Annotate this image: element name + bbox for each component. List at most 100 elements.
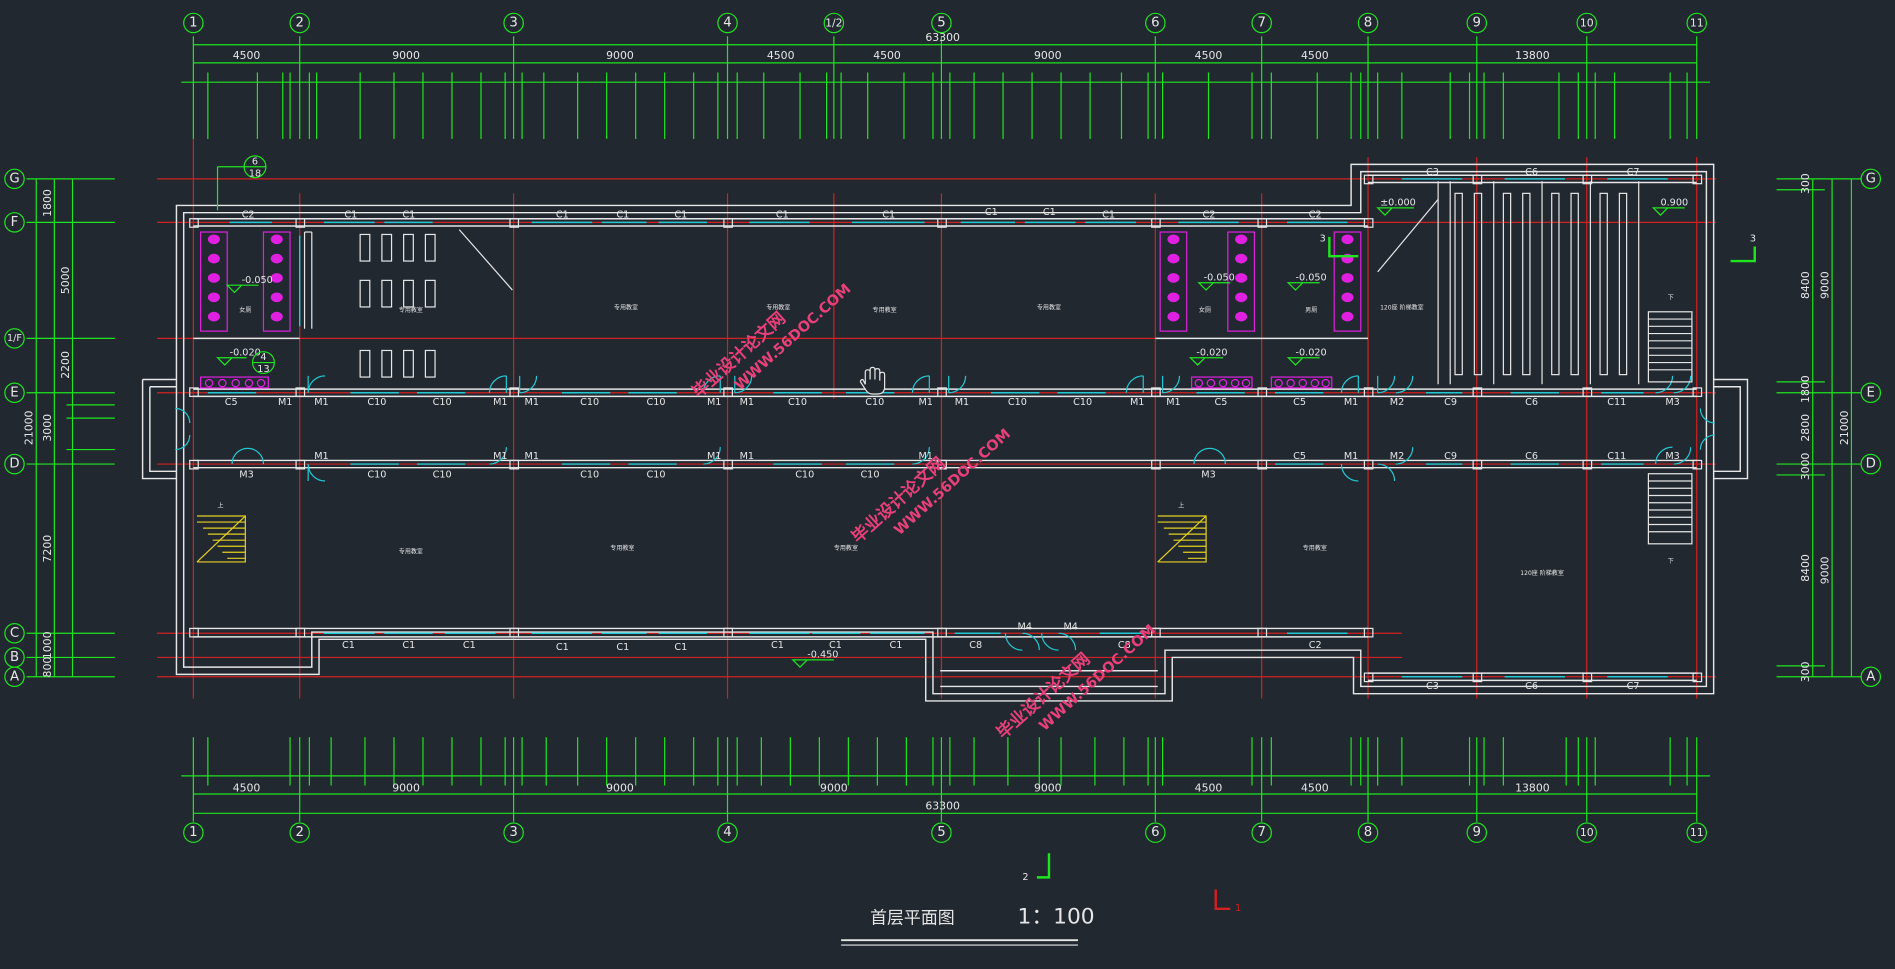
window-label: C3 <box>1426 167 1439 178</box>
dim-bottom-6: 4500 <box>1195 782 1223 795</box>
window-label: C2 <box>242 210 255 221</box>
dim-bottom-8: 13800 <box>1515 782 1550 795</box>
dim-bottom-5: 9000 <box>1034 782 1062 795</box>
window-label: C10 <box>367 469 386 480</box>
axis-G-left: G <box>9 171 19 186</box>
hand-cursor-icon <box>859 366 886 395</box>
detail-index-marks: 6 18 4 13 <box>216 155 275 375</box>
axis-7-bottom: 7 <box>1257 825 1265 840</box>
window-label: C7 <box>1627 681 1640 692</box>
door-label: M1 <box>740 451 754 462</box>
window-label: C7 <box>1627 167 1640 178</box>
door-label: M1 <box>918 397 932 408</box>
dim-right-outer-1: 9000 <box>1818 271 1831 299</box>
window-labels: C2 C1 C1 C1 C1 C1 C1 C1 C1 C1 C1 C2 C2 C… <box>225 167 1640 692</box>
level-label: -0.020 <box>1196 347 1227 358</box>
axis-10-bottom: 10 <box>1580 826 1594 839</box>
dim-bottom-3: 9000 <box>606 782 634 795</box>
window-label: C1 <box>344 210 357 221</box>
room-label: 专用教室 <box>399 306 423 314</box>
door-label: M1 <box>1344 451 1358 462</box>
detail-mark-number: 4 <box>260 352 266 363</box>
dim-bottom-2: 9000 <box>392 782 420 795</box>
stairs: 上 上 下 下 <box>196 295 1693 565</box>
window-label: C8 <box>969 640 982 651</box>
dim-right-outer-2: 9000 <box>1818 557 1831 585</box>
door-label: M3 <box>1665 397 1679 408</box>
axis-11-top: 11 <box>1690 16 1704 29</box>
axis-5-top: 5 <box>937 15 945 30</box>
dim-top-4: 4500 <box>767 49 795 62</box>
room-label: 女厕 <box>239 306 251 314</box>
axis-D-left: D <box>9 457 19 472</box>
window-label: C11 <box>1607 451 1626 462</box>
door-label: M1 <box>740 397 754 408</box>
dim-left-4: 3000 <box>41 414 54 442</box>
axis-3-top: 3 <box>509 15 517 30</box>
room-label: 女厕 <box>1199 306 1211 314</box>
room-label: 专用教室 <box>873 306 897 314</box>
axis-A-left: A <box>10 669 19 684</box>
axis-E-right: E <box>1867 385 1875 400</box>
window-label: C5 <box>225 397 238 408</box>
window-label: C1 <box>674 642 687 653</box>
left-total-dimension: 21000 <box>23 410 36 445</box>
right-total-dimension: 21000 <box>1838 410 1851 445</box>
dim-top-7: 4500 <box>1195 49 1223 62</box>
dim-top-6: 9000 <box>1034 49 1062 62</box>
window-label: C1 <box>674 210 687 221</box>
door-label: M1 <box>278 397 292 408</box>
door-label: M1 <box>707 397 721 408</box>
section-mark-label: 3 <box>1750 234 1756 245</box>
axis-4-bottom: 4 <box>723 825 731 840</box>
watermark-1: 毕业设计论文网 WWW.56DOC.COM <box>688 281 855 402</box>
axis-10-top: 10 <box>1580 16 1594 29</box>
detail-mark-number: 6 <box>252 156 258 167</box>
window-label: C10 <box>647 469 666 480</box>
section-marks: 3 3 2 1 <box>1022 234 1756 915</box>
window-label: C5 <box>1293 397 1306 408</box>
columns <box>189 174 1703 683</box>
toilet-fixtures-right <box>1159 231 1362 389</box>
section-mark-label: 2 <box>1022 872 1028 883</box>
axis-C-left: C <box>10 626 19 641</box>
axis-bubbles-bottom: 1 2 3 4 5 6 7 8 9 10 11 <box>183 822 1708 843</box>
window-label: C10 <box>647 397 666 408</box>
window-label: C11 <box>1607 397 1626 408</box>
dim-right-4: 2800 <box>1799 414 1812 442</box>
room-label: 120座 阶梯教室 <box>1380 303 1424 311</box>
axis-9-bottom: 9 <box>1473 825 1481 840</box>
door-label: M1 <box>524 451 538 462</box>
window-label: C6 <box>1525 167 1538 178</box>
window-label: C10 <box>788 397 807 408</box>
axis-7-top: 7 <box>1257 15 1265 30</box>
left-dimensions: 1800 5000 2200 3000 7200 1000 800 21000 <box>23 178 115 677</box>
door-label: M3 <box>1201 469 1215 480</box>
window-label: C1 <box>556 642 569 653</box>
room-label: 专用教室 <box>614 303 638 311</box>
axis-8-top: 8 <box>1364 15 1372 30</box>
level-label: -0.050 <box>242 275 273 286</box>
dim-right-7: 300 <box>1799 661 1812 682</box>
drawing-title-block: 首层平面图 1：100 <box>841 904 1095 946</box>
window-label: C3 <box>1426 681 1439 692</box>
axis-1-2-top: 1/2 <box>825 16 842 29</box>
door-label: M2 <box>1390 397 1404 408</box>
axis-4-top: 4 <box>723 15 731 30</box>
building-walls <box>141 163 1749 702</box>
door-label: M1 <box>1344 397 1358 408</box>
door-label: M1 <box>707 451 721 462</box>
toilet-fixtures-left <box>200 231 291 389</box>
dim-top-3: 9000 <box>606 49 634 62</box>
axis-8-bottom: 8 <box>1364 825 1372 840</box>
window-label: C1 <box>342 640 355 651</box>
window-label: C1 <box>889 640 902 651</box>
window-label: C10 <box>865 397 884 408</box>
dim-bottom-1: 4500 <box>233 782 261 795</box>
axis-6-bottom: 6 <box>1151 825 1159 840</box>
dim-left-6: 1000 <box>41 631 54 659</box>
level-label: -0.020 <box>230 347 261 358</box>
dim-top-1: 4500 <box>233 49 261 62</box>
window-label: C1 <box>463 640 476 651</box>
window-label: C6 <box>1525 681 1538 692</box>
